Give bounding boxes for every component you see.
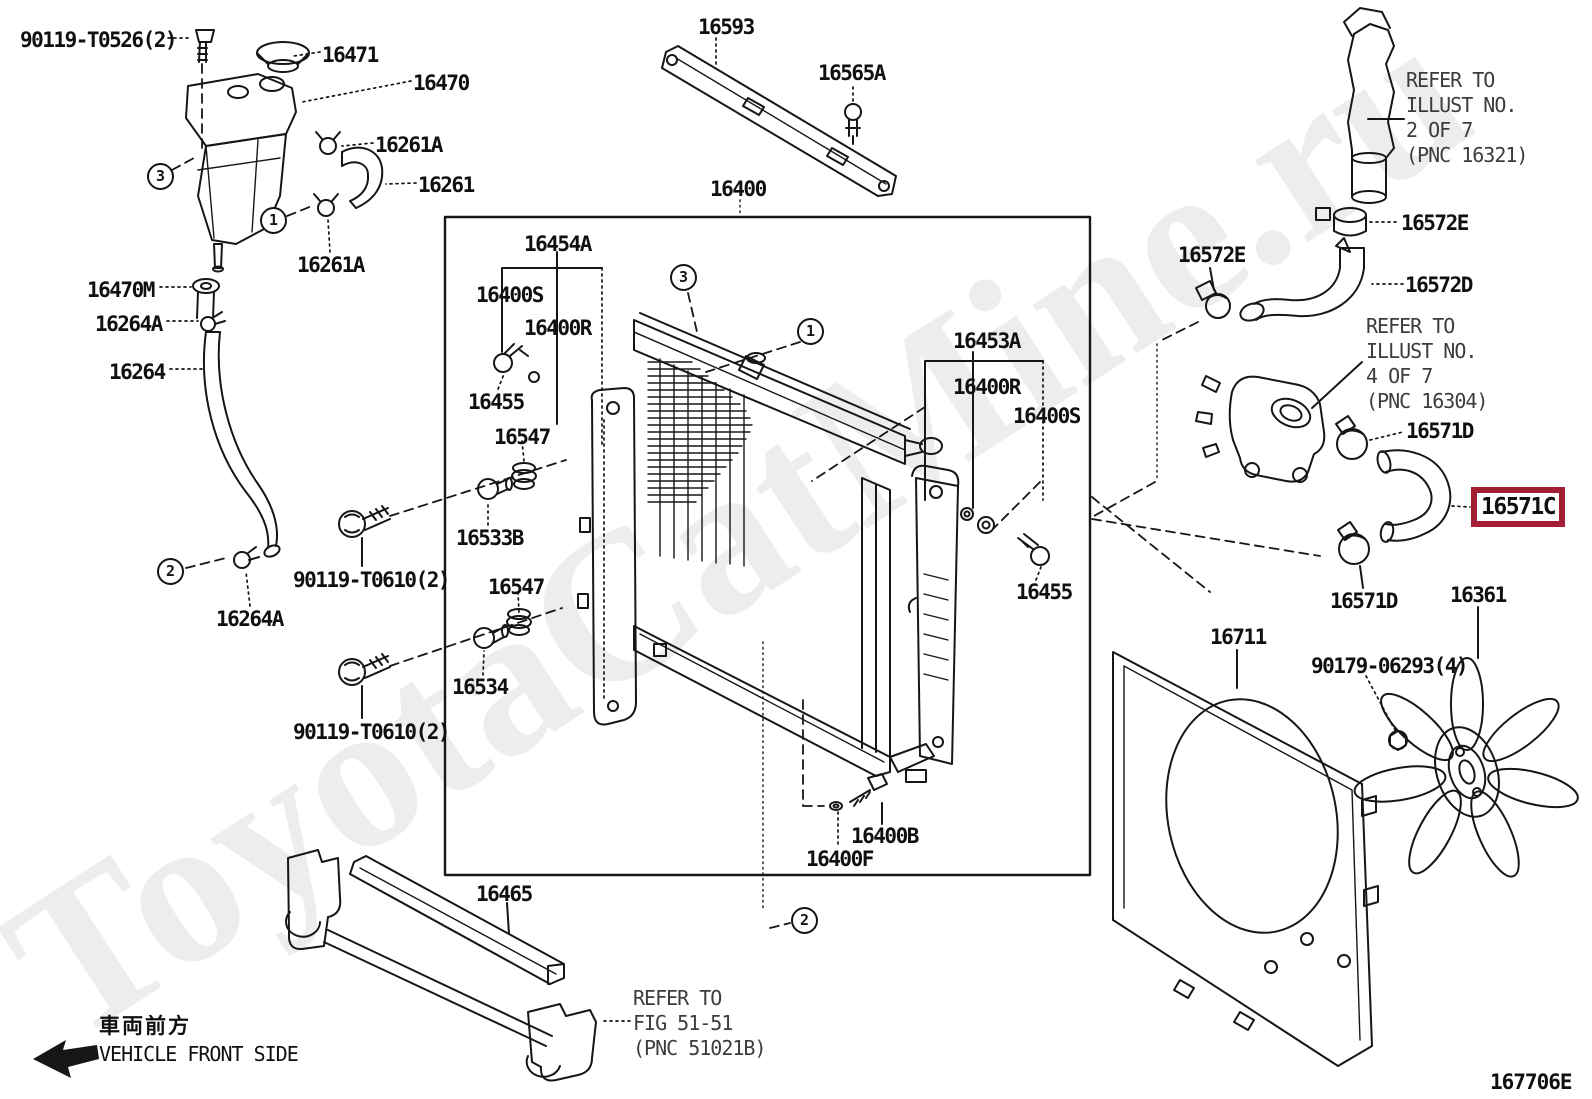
part-label-16547-1[interactable]: 16547 bbox=[494, 425, 551, 449]
note-line: (PNC 51021B) bbox=[633, 1036, 766, 1060]
note-line: REFER TO bbox=[633, 986, 722, 1010]
part-label-90119-T0526[interactable]: 90119-T0526(2) bbox=[20, 28, 178, 52]
reservoir-tank-art bbox=[185, 29, 384, 569]
part-label-16465[interactable]: 16465 bbox=[476, 882, 533, 906]
note-line: REFER TO bbox=[1366, 314, 1455, 338]
part-label-16471[interactable]: 16471 bbox=[322, 43, 379, 67]
upper-support-art bbox=[661, 45, 897, 197]
part-label-16565A[interactable]: 16565A bbox=[818, 61, 886, 85]
part-label-16455-1[interactable]: 16455 bbox=[468, 390, 525, 414]
callout-3b: 3 bbox=[670, 264, 697, 291]
note-line: ILLUST NO. bbox=[1366, 339, 1477, 363]
radiator-assy-box bbox=[443, 215, 1092, 877]
part-label-16400F[interactable]: 16400F bbox=[806, 847, 874, 871]
part-label-90119-T0610-1[interactable]: 90119-T0610(2) bbox=[293, 568, 451, 592]
highlighted-part-box[interactable]: 16571C bbox=[1471, 487, 1566, 527]
note-refer-illust-2of7: REFER TO ILLUST NO. 2 OF 7 (PNC 16321) bbox=[1406, 68, 1528, 168]
part-label-16453A[interactable]: 16453A bbox=[953, 329, 1021, 353]
callout-1b: 1 bbox=[797, 318, 824, 345]
part-label-16572E-1[interactable]: 16572E bbox=[1401, 211, 1469, 235]
front-side-label-jp: 車両前方 bbox=[99, 1015, 191, 1038]
drawing-code: 167706E bbox=[1490, 1070, 1573, 1094]
fan-shroud-art bbox=[1112, 649, 1379, 1067]
note-line: (PNC 16321) bbox=[1406, 143, 1528, 167]
cooling-fan-art bbox=[1353, 606, 1579, 878]
callout-3a: 3 bbox=[147, 163, 174, 190]
part-label-16470[interactable]: 16470 bbox=[413, 71, 470, 95]
part-label-16400R-2[interactable]: 16400R bbox=[953, 375, 1021, 399]
part-label-90179-06293[interactable]: 90179-06293(4) bbox=[1311, 654, 1469, 678]
callout-2a: 2 bbox=[157, 558, 184, 585]
watermark-text: ToyotaCatMine.ru bbox=[0, 0, 1506, 1085]
part-label-16400B[interactable]: 16400B bbox=[851, 824, 919, 848]
part-label-16400[interactable]: 16400 bbox=[710, 177, 767, 201]
radiator-art bbox=[473, 312, 1050, 811]
note-line: (PNC 16304) bbox=[1366, 389, 1488, 413]
callout-2b: 2 bbox=[791, 907, 818, 934]
mount-bolts-art bbox=[338, 505, 391, 719]
part-label-16361[interactable]: 16361 bbox=[1450, 583, 1507, 607]
part-label-16455-2[interactable]: 16455 bbox=[1016, 580, 1073, 604]
highlighted-part-label: 16571C bbox=[1481, 494, 1557, 520]
part-label-16547-2[interactable]: 16547 bbox=[488, 575, 545, 599]
note-line: ILLUST NO. bbox=[1406, 93, 1517, 117]
note-line: 4 OF 7 bbox=[1366, 364, 1433, 388]
label-leaders bbox=[159, 37, 1471, 1022]
part-label-16264A-2[interactable]: 16264A bbox=[216, 607, 284, 631]
front-side-arrow-icon bbox=[33, 1040, 99, 1078]
front-side-label-en: VEHICLE FRONT SIDE bbox=[99, 1042, 299, 1066]
note-refer-fig-51-51: REFER TO FIG 51-51 (PNC 51021B) bbox=[633, 986, 766, 1061]
part-label-16572E-2[interactable]: 16572E bbox=[1178, 243, 1246, 267]
lower-support-art bbox=[285, 849, 597, 1082]
part-label-16533B[interactable]: 16533B bbox=[456, 526, 524, 550]
part-label-16261[interactable]: 16261 bbox=[418, 173, 475, 197]
alignment-dashes bbox=[171, 157, 1321, 929]
callout-1a: 1 bbox=[260, 207, 287, 234]
part-label-16400S-1[interactable]: 16400S bbox=[476, 283, 544, 307]
part-label-16470M[interactable]: 16470M bbox=[87, 278, 155, 302]
part-label-16571D-1[interactable]: 16571D bbox=[1406, 419, 1474, 443]
part-label-16261A-1[interactable]: 16261A bbox=[375, 133, 443, 157]
part-label-16534[interactable]: 16534 bbox=[452, 675, 509, 699]
note-refer-illust-4of7: REFER TO ILLUST NO. 4 OF 7 (PNC 16304) bbox=[1366, 314, 1488, 414]
part-label-16264A-1[interactable]: 16264A bbox=[95, 312, 163, 336]
part-label-16593[interactable]: 16593 bbox=[698, 15, 755, 39]
part-label-16572D[interactable]: 16572D bbox=[1405, 273, 1473, 297]
part-label-16571D-2[interactable]: 16571D bbox=[1330, 589, 1398, 613]
note-line: 2 OF 7 bbox=[1406, 118, 1473, 142]
note-line: FIG 51-51 bbox=[633, 1011, 733, 1035]
part-label-16264[interactable]: 16264 bbox=[109, 360, 166, 384]
part-label-16400R-1[interactable]: 16400R bbox=[524, 316, 592, 340]
part-label-16400S-2[interactable]: 16400S bbox=[1013, 404, 1081, 428]
part-label-16711[interactable]: 16711 bbox=[1210, 625, 1267, 649]
part-label-90119-T0610-2[interactable]: 90119-T0610(2) bbox=[293, 720, 451, 744]
note-line: REFER TO bbox=[1406, 68, 1495, 92]
part-label-16454A[interactable]: 16454A bbox=[524, 232, 592, 256]
outlet-and-hoses-art bbox=[1195, 7, 1452, 589]
part-label-16261A-2[interactable]: 16261A bbox=[297, 253, 365, 277]
